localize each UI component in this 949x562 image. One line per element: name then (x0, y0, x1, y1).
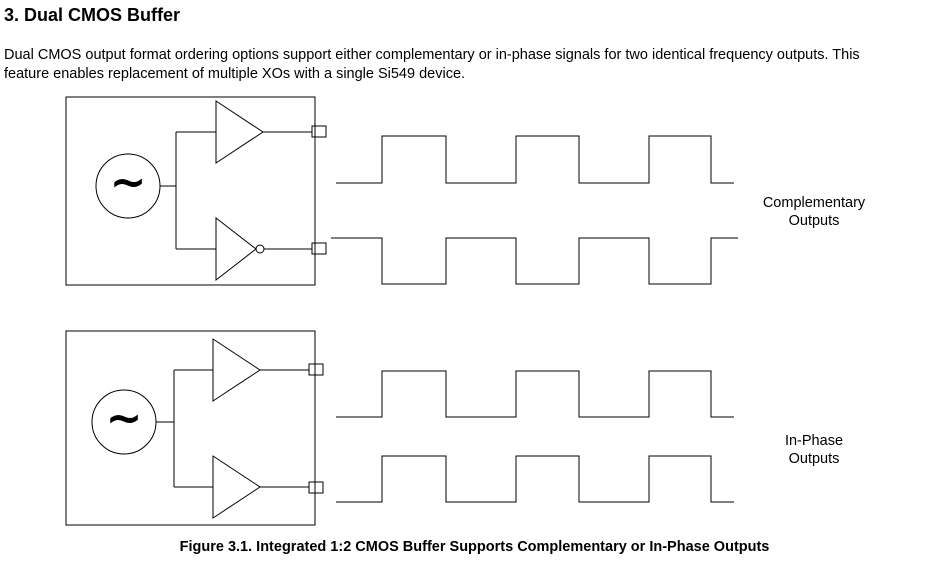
buffer-2-triangle (215, 216, 257, 282)
output-pin-1 (308, 363, 324, 376)
inverter-bubble (255, 244, 265, 254)
oscillator-tilde-2: ~ (106, 393, 143, 444)
output-pin-2 (311, 242, 327, 255)
in-phase-label-line-2: Outputs (789, 451, 840, 467)
complementary-panel (65, 96, 738, 286)
complementary-label-line-2: Outputs (789, 213, 840, 229)
section-heading: 3. Dual CMOS Buffer (4, 5, 181, 25)
buffer-1-triangle (215, 100, 264, 164)
section-paragraph: Dual CMOS output format ordering options… (4, 46, 944, 84)
paragraph-line-1: Dual CMOS output format ordering options… (4, 47, 860, 63)
buffer-1-triangle (212, 338, 261, 402)
in-phase-label-line-1: In-Phase (785, 433, 843, 449)
buffer-2-triangle (212, 455, 261, 519)
in-phase-panel (65, 330, 734, 526)
output-2-waveform-inverted (331, 237, 738, 285)
output-pin-1 (311, 125, 327, 138)
device-box (65, 330, 316, 526)
output-1-waveform (336, 370, 734, 418)
device-box (65, 96, 316, 286)
output-pin-2 (308, 481, 324, 494)
complementary-label-line-1: Complementary (763, 195, 866, 211)
figure-caption: Figure 3.1. Integrated 1:2 CMOS Buffer S… (179, 539, 770, 555)
oscillator-tilde-1: ~ (110, 157, 147, 208)
output-1-waveform (336, 135, 734, 184)
paragraph-line-2: feature enables replacement of multiple … (4, 66, 466, 82)
output-2-waveform (336, 455, 734, 503)
